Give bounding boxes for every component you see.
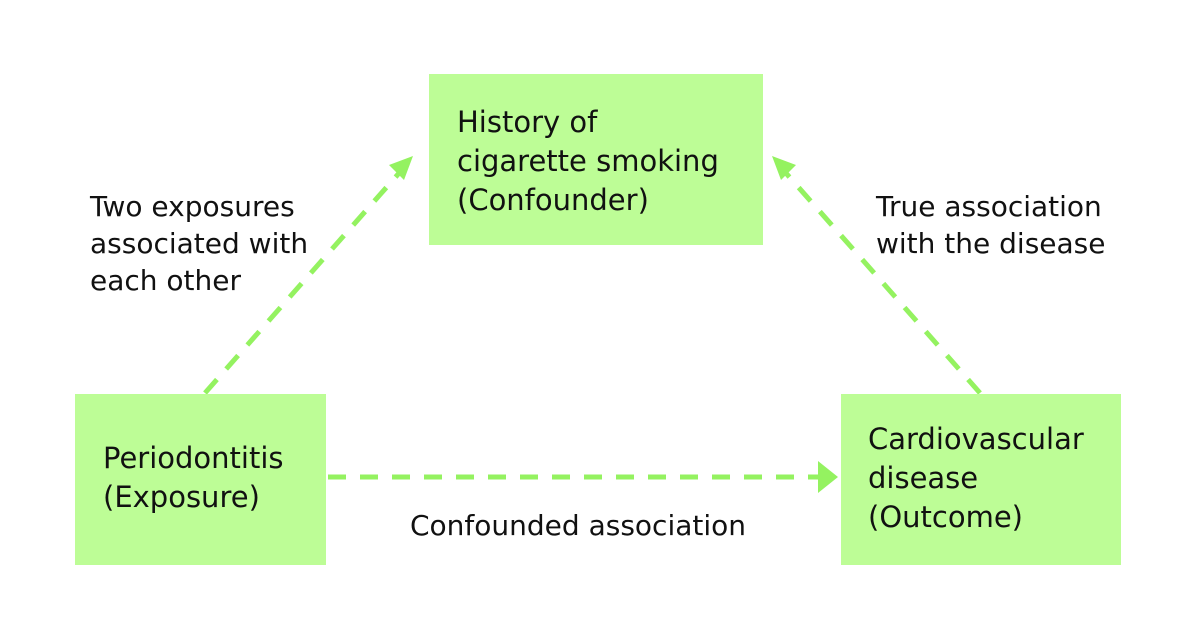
exposure-label: Periodontitis (Exposure) (103, 441, 284, 514)
arrowhead-confounder-left (389, 156, 413, 180)
arrow-exposure-to-confounder (203, 170, 402, 395)
arrowhead-confounder-right (772, 156, 796, 180)
arrowhead-outcome (818, 461, 838, 493)
edge-label-exposure-confounder: Two exposures associated with each other (90, 190, 309, 297)
confounder-node: History of cigarette smoking (Confounder… (429, 74, 763, 245)
confounder-label: History of cigarette smoking (Confounder… (457, 105, 719, 217)
exposure-node: Periodontitis (Exposure) (75, 394, 326, 565)
edge-label-outcome-confounder: True association with the disease (876, 190, 1106, 260)
arrow-outcome-to-confounder (783, 170, 982, 395)
outcome-label: Cardiovascular disease (Outcome) (868, 422, 1084, 534)
edge-label-exposure-outcome: Confounded association (410, 509, 747, 542)
outcome-node: Cardiovascular disease (Outcome) (841, 394, 1121, 565)
